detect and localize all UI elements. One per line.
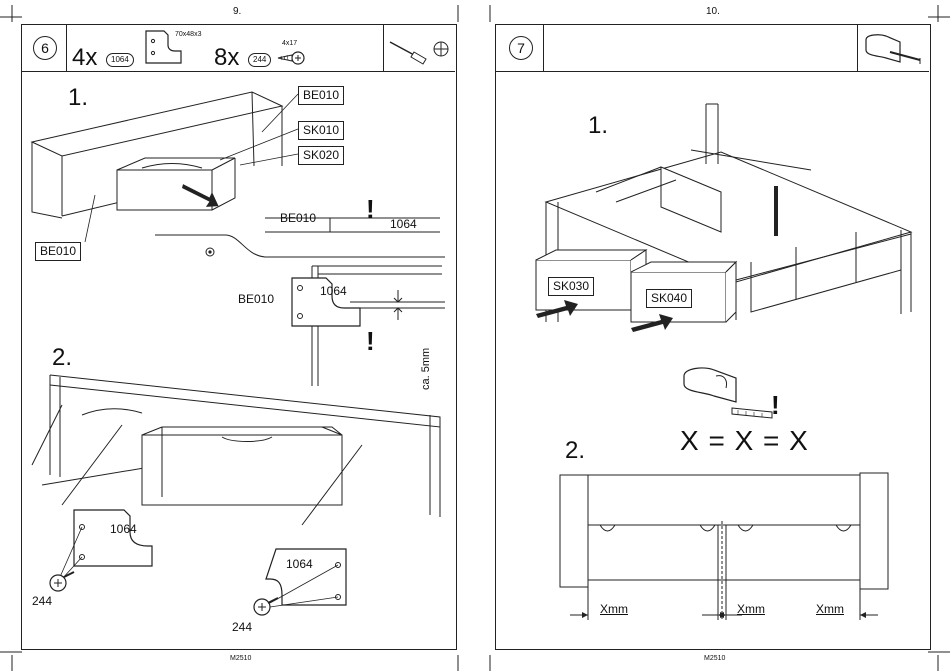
measure-tool-icon bbox=[860, 30, 930, 70]
detail-code-label: 1064 bbox=[390, 217, 417, 231]
bed-frame-drawers-illustration bbox=[496, 92, 936, 332]
header-divider bbox=[857, 25, 858, 71]
right-footer-code: M2510 bbox=[704, 655, 725, 662]
bracket-left-illustration bbox=[40, 505, 160, 615]
bracket-code-label: 1064 bbox=[320, 284, 347, 298]
right-substep-2: 2. bbox=[565, 437, 585, 465]
screw-left-code: 244 bbox=[32, 594, 52, 608]
label-sk030: SK030 bbox=[548, 277, 594, 296]
header-divider bbox=[543, 25, 544, 71]
left-footer-code: M2510 bbox=[230, 655, 251, 662]
be010-plain-label: BE010 bbox=[238, 292, 274, 306]
label-sk040: SK040 bbox=[646, 289, 692, 308]
detail-be010-label: BE010 bbox=[280, 211, 316, 225]
dimension-label: Xmm bbox=[600, 602, 628, 616]
warning-exclamation: ! bbox=[366, 194, 375, 225]
equal-spacing-equation: X = X = X bbox=[680, 425, 809, 457]
leader-lines bbox=[0, 0, 450, 200]
bracket-right-code: 1064 bbox=[286, 557, 313, 571]
bracket-left-code: 1064 bbox=[110, 522, 137, 536]
warning-exclamation: ! bbox=[771, 390, 780, 421]
warning-exclamation: ! bbox=[366, 326, 375, 357]
dimension-label: Xmm bbox=[737, 602, 765, 616]
screw-right-code: 244 bbox=[232, 620, 252, 634]
front-view-illustration bbox=[540, 465, 940, 625]
step-number-circle: 7 bbox=[509, 36, 533, 60]
dimension-label: Xmm bbox=[816, 602, 844, 616]
label-be010-left: BE010 bbox=[35, 242, 81, 261]
right-page-number: 10. bbox=[706, 6, 720, 17]
